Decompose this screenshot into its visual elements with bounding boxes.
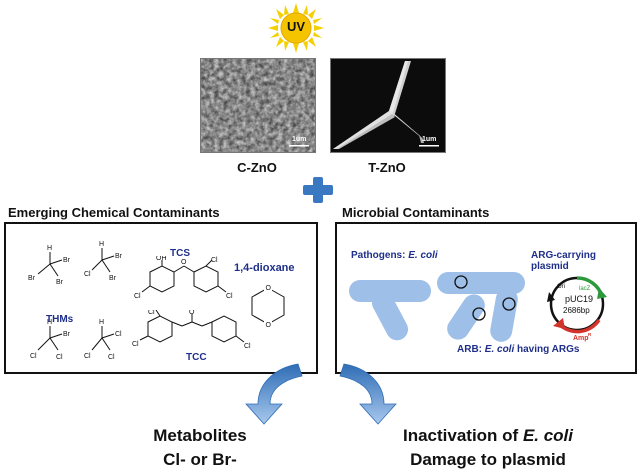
atom-cl: Cl <box>84 353 91 360</box>
microbial-contaminants-box: Pathogens: E. coli ARG-carrying plasmid … <box>335 222 637 374</box>
tcs-label: TCS <box>170 248 190 259</box>
atom-cl: Cl <box>134 293 141 300</box>
ori-label: Ori <box>557 284 565 290</box>
atom-h: H <box>99 319 104 326</box>
atom-cl: Cl <box>56 354 63 361</box>
atom-cl: Cl <box>148 310 155 316</box>
plasmid-size: 2686bp <box>563 306 590 315</box>
left-curved-arrow <box>245 363 303 425</box>
plasmid-name: pUC19 <box>565 294 593 304</box>
atom-br: Br <box>109 275 117 282</box>
curved-arrows <box>245 363 397 425</box>
plus-icon <box>303 177 333 203</box>
atom-cl: Cl <box>226 293 233 300</box>
t-zno-label: T-ZnO <box>368 160 406 175</box>
atom-cl: Cl <box>132 341 139 348</box>
dioxane-label: 1,4-dioxane <box>234 262 295 274</box>
halide-ions-text: Cl- or Br- <box>163 450 237 469</box>
atom-o: O <box>189 310 195 316</box>
atom-o: O <box>266 322 272 329</box>
plasmid-map: lacZ Ori pUC19 2686bp Amp R <box>547 276 607 342</box>
atom-br: Br <box>63 331 71 338</box>
microbial-section-title: Microbial Contaminants <box>342 205 490 220</box>
plasmid-damage-text: Damage to plasmid <box>410 450 566 469</box>
chemical-section-title: Emerging Chemical Contaminants <box>8 205 220 220</box>
arb-label: ARB: E. coli having ARGs <box>457 344 580 355</box>
result-right: Inactivation of E. coli Damage to plasmi… <box>340 424 636 472</box>
pathogens-label: Pathogens: E. coli <box>351 250 438 261</box>
tcc-label: TCC <box>186 352 207 363</box>
tcs-structure: OH O Cl Cl Cl <box>134 256 233 300</box>
atom-cl: Cl <box>115 331 122 338</box>
amp-label: Amp <box>573 335 589 342</box>
lacz-label: lacZ <box>579 286 591 292</box>
thms-label: THMs <box>46 314 74 325</box>
t-zno-scale-label: 1um <box>422 136 437 143</box>
uv-sun-icon <box>268 3 324 53</box>
atom-o: O <box>266 285 272 292</box>
metabolites-text: Metabolites <box>153 426 247 445</box>
atom-cl: Cl <box>108 354 115 361</box>
thm-structures: H Br Br Br H Cl Br Br H Cl Cl Br H Cl Cl… <box>28 241 123 361</box>
c-zno-label: C-ZnO <box>237 160 277 175</box>
atom-br: Br <box>28 275 36 282</box>
atom-cl: Cl <box>30 353 37 360</box>
amp-sup: R <box>588 332 592 337</box>
atom-h: H <box>47 319 52 326</box>
dioxane-structure: O O <box>251 283 285 329</box>
result-left: Metabolites Cl- or Br- <box>110 424 290 472</box>
atom-br: Br <box>115 253 123 260</box>
right-curved-arrow <box>339 363 397 425</box>
atom-br: Br <box>63 257 71 264</box>
atom-cl: Cl <box>244 343 251 350</box>
arg-plasmid-label: ARG-carrying plasmid <box>531 250 597 272</box>
bacteria-cells <box>349 272 525 342</box>
uv-label: UV <box>286 19 306 34</box>
chemical-contaminants-box: H Br Br Br H Cl Br Br H Cl Cl Br H Cl Cl… <box>4 222 318 374</box>
c-zno-micrograph: 1um <box>200 58 316 153</box>
atom-h: H <box>99 241 104 248</box>
atom-h: H <box>47 245 52 252</box>
atom-oh: OH <box>156 256 167 262</box>
inactivation-text: Inactivation of E. coli <box>402 426 574 445</box>
atom-o: O <box>181 259 187 266</box>
atom-cl: Cl <box>211 257 218 264</box>
c-zno-scale-label: 1um <box>292 136 307 143</box>
tcc-structure: Cl Cl O Cl <box>132 310 251 350</box>
t-zno-micrograph: 1um <box>330 58 446 153</box>
atom-br: Br <box>56 279 64 286</box>
atom-cl: Cl <box>84 271 91 278</box>
